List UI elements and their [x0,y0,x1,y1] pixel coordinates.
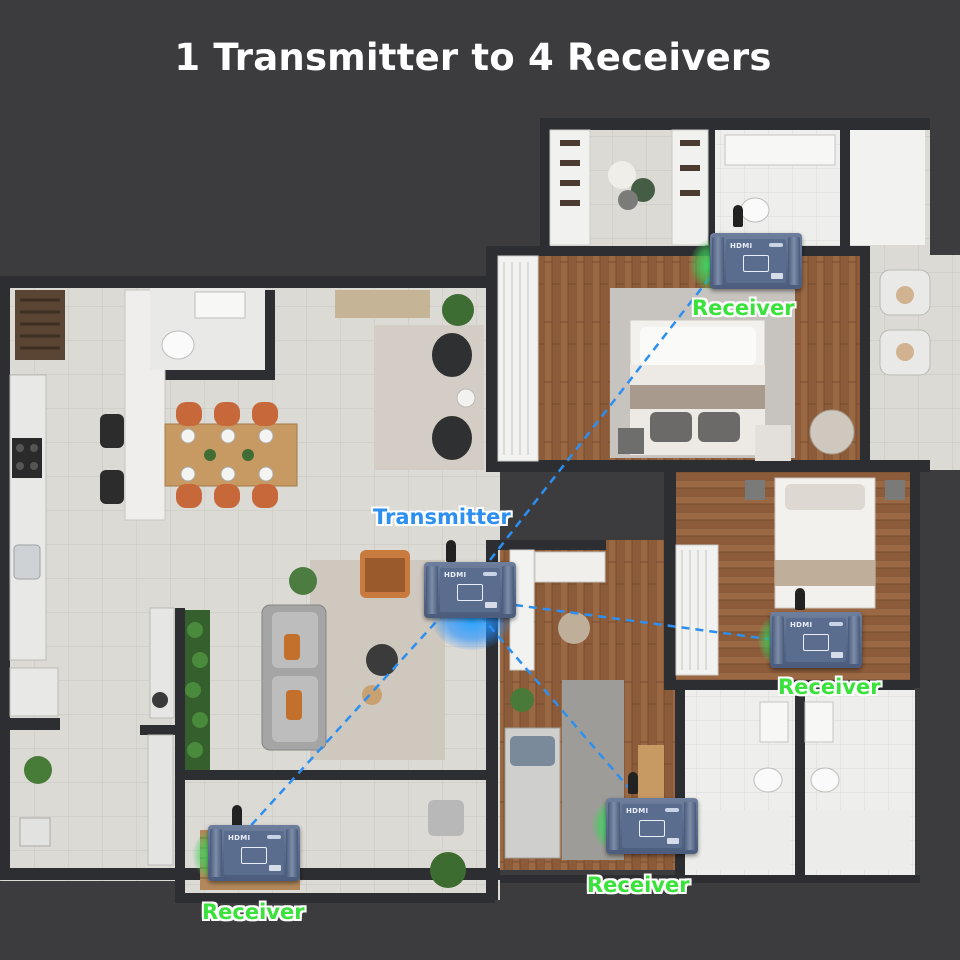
device-heat-fin [848,616,860,664]
dining-table [100,402,298,508]
guest-bathroom [15,288,265,370]
screen-icon [241,847,267,864]
device-heat-fin [684,802,696,850]
kitchen [9,289,175,719]
device-front-panel: HDMI [622,804,682,848]
device-heat-fin [426,566,438,614]
receiver-device-second-bedroom: HDMI [770,612,862,668]
lower-bathrooms [685,701,910,870]
device-logo [829,622,843,626]
device-heat-fin [608,802,620,850]
screen-icon [639,820,665,837]
device-heat-fin [772,616,784,664]
device-logo [665,808,679,812]
receiver-label-terrace: Receiver [202,900,305,924]
master-bathroom [715,130,925,245]
plant-wall [19,610,466,888]
port-icon [667,838,679,844]
link-to-third-bedroom-receiver [479,614,636,796]
device-brand: HDMI [730,242,753,250]
transmitter-antenna [446,540,456,562]
receiver-antenna [628,772,638,794]
device-heat-fin [210,829,222,877]
walk-in-closet [549,129,709,246]
device-brand: HDMI [228,834,251,842]
device-brand: HDMI [626,807,649,815]
receiver-device-third-bedroom: HDMI [606,798,698,854]
master-bedroom [497,255,855,462]
receiver-label-third-bedroom: Receiver [587,873,690,897]
port-icon [771,273,783,279]
receiver-label-master-bedroom: Receiver [692,296,795,320]
walls [0,118,930,903]
device-front-panel: HDMI [786,618,846,662]
device-heat-fin [502,566,514,614]
device-brand: HDMI [444,571,467,579]
device-front-panel: HDMI [726,239,786,283]
receiver-antenna [733,205,743,227]
device-heat-fin [788,237,800,285]
link-to-terrace-receiver [244,611,446,833]
device-front-panel: HDMI [224,831,284,875]
signal-links [244,261,791,833]
device-logo [267,835,281,839]
device-brand: HDMI [790,621,813,629]
receiver-device-terrace: HDMI [208,825,300,881]
device-front-panel: HDMI [440,568,500,612]
screen-icon [457,584,483,601]
receiver-antenna [232,805,242,827]
receiver-device-master-bedroom: HDMI [710,233,802,289]
device-logo [769,243,783,247]
link-to-master-bedroom-receiver [489,261,723,561]
living-room [261,290,484,760]
port-icon [269,865,281,871]
screen-icon [743,255,769,272]
device-heat-fin [712,237,724,285]
port-icon [485,602,497,608]
page-title: 1 Transmitter to 4 Receivers [174,36,772,79]
second-bedroom [675,477,905,676]
port-icon [831,652,843,658]
screen-icon [803,634,829,651]
transmitter-label: Transmitter [373,505,511,529]
link-to-second-bedroom-receiver [514,603,791,644]
receiver-label-second-bedroom: Receiver [778,675,881,699]
transmitter-device: HDMI [424,562,516,618]
receiver-antenna [795,588,805,610]
device-heat-fin [286,829,298,877]
device-logo [483,572,497,576]
balcony [879,269,931,376]
